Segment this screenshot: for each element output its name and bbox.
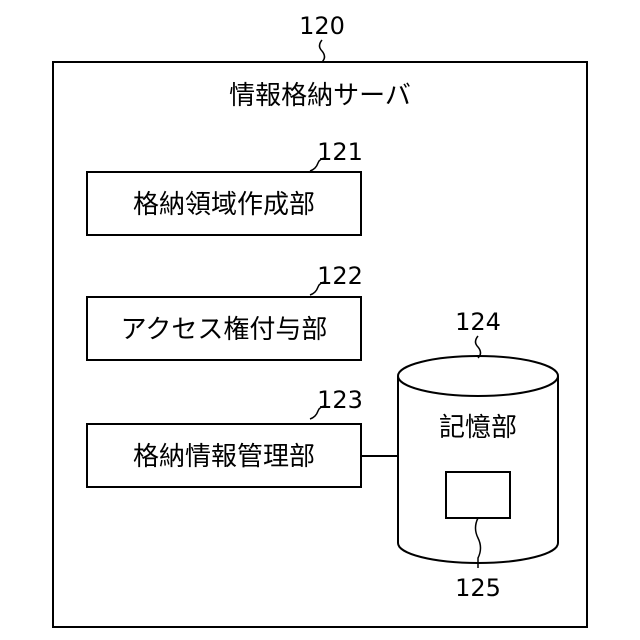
storage-inner-leader-line	[476, 518, 481, 568]
storage-label: 記憶部	[439, 413, 517, 443]
storage-cylinder	[398, 356, 558, 563]
storage-ref-label: 124	[455, 308, 501, 336]
storage-inner-box	[446, 472, 510, 518]
server-ref-label: 120	[299, 12, 345, 40]
storage-leader-line	[476, 336, 481, 358]
component-label-access-grant: アクセス権付与部	[121, 315, 328, 345]
component-label-area-creation: 格納領域作成部	[133, 190, 315, 220]
server-title: 情報格納サーバ	[229, 81, 411, 111]
server-leader-line	[320, 40, 325, 62]
component-ref-label-123: 123	[317, 386, 363, 414]
component-label-info-management: 格納情報管理部	[133, 442, 315, 472]
storage-inner-ref-label: 125	[455, 574, 501, 602]
component-ref-label-121: 121	[317, 138, 363, 166]
component-ref-label-122: 122	[317, 262, 363, 290]
